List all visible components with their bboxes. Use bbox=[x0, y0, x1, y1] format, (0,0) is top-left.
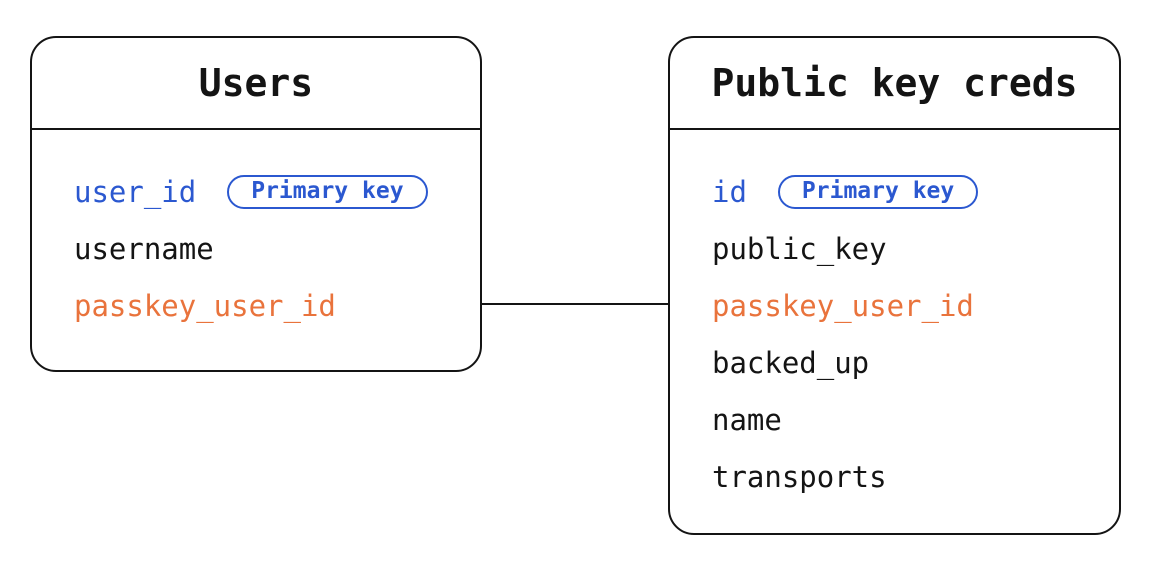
table-users: Users user_id Primary key username passk… bbox=[30, 36, 482, 372]
field-name-id: id bbox=[712, 174, 747, 209]
table-public-key-creds-title: Public key creds bbox=[711, 61, 1078, 105]
field-name-user-id: user_id bbox=[74, 174, 197, 209]
field-row-user-id: user_id Primary key bbox=[74, 163, 480, 220]
table-users-header: Users bbox=[32, 38, 480, 130]
field-row-public-key: public_key bbox=[712, 220, 1119, 277]
field-row-name: name bbox=[712, 391, 1119, 448]
field-row-username: username bbox=[74, 220, 480, 277]
table-public-key-creds: Public key creds id Primary key public_k… bbox=[668, 36, 1121, 535]
table-public-key-creds-header: Public key creds bbox=[670, 38, 1119, 130]
field-name-transports: transports bbox=[712, 459, 887, 494]
primary-key-badge: Primary key bbox=[777, 174, 979, 209]
field-name-backed-up: backed_up bbox=[712, 345, 870, 380]
relation-line-passkey-user-id bbox=[482, 303, 668, 305]
field-name-name: name bbox=[712, 402, 782, 437]
field-row-passkey-user-id: passkey_user_id bbox=[712, 277, 1119, 334]
primary-key-badge: Primary key bbox=[227, 174, 428, 209]
field-row-transports: transports bbox=[712, 448, 1119, 505]
table-public-key-creds-body: id Primary key public_key passkey_user_i… bbox=[670, 130, 1119, 505]
field-row-passkey-user-id: passkey_user_id bbox=[74, 277, 480, 334]
field-name-passkey-user-id: passkey_user_id bbox=[74, 288, 336, 323]
field-row-backed-up: backed_up bbox=[712, 334, 1119, 391]
field-name-public-key: public_key bbox=[712, 231, 887, 266]
field-name-username: username bbox=[74, 231, 214, 266]
field-name-passkey-user-id: passkey_user_id bbox=[712, 288, 974, 323]
table-users-body: user_id Primary key username passkey_use… bbox=[32, 130, 480, 334]
table-users-title: Users bbox=[198, 61, 314, 105]
field-row-id: id Primary key bbox=[712, 163, 1119, 220]
